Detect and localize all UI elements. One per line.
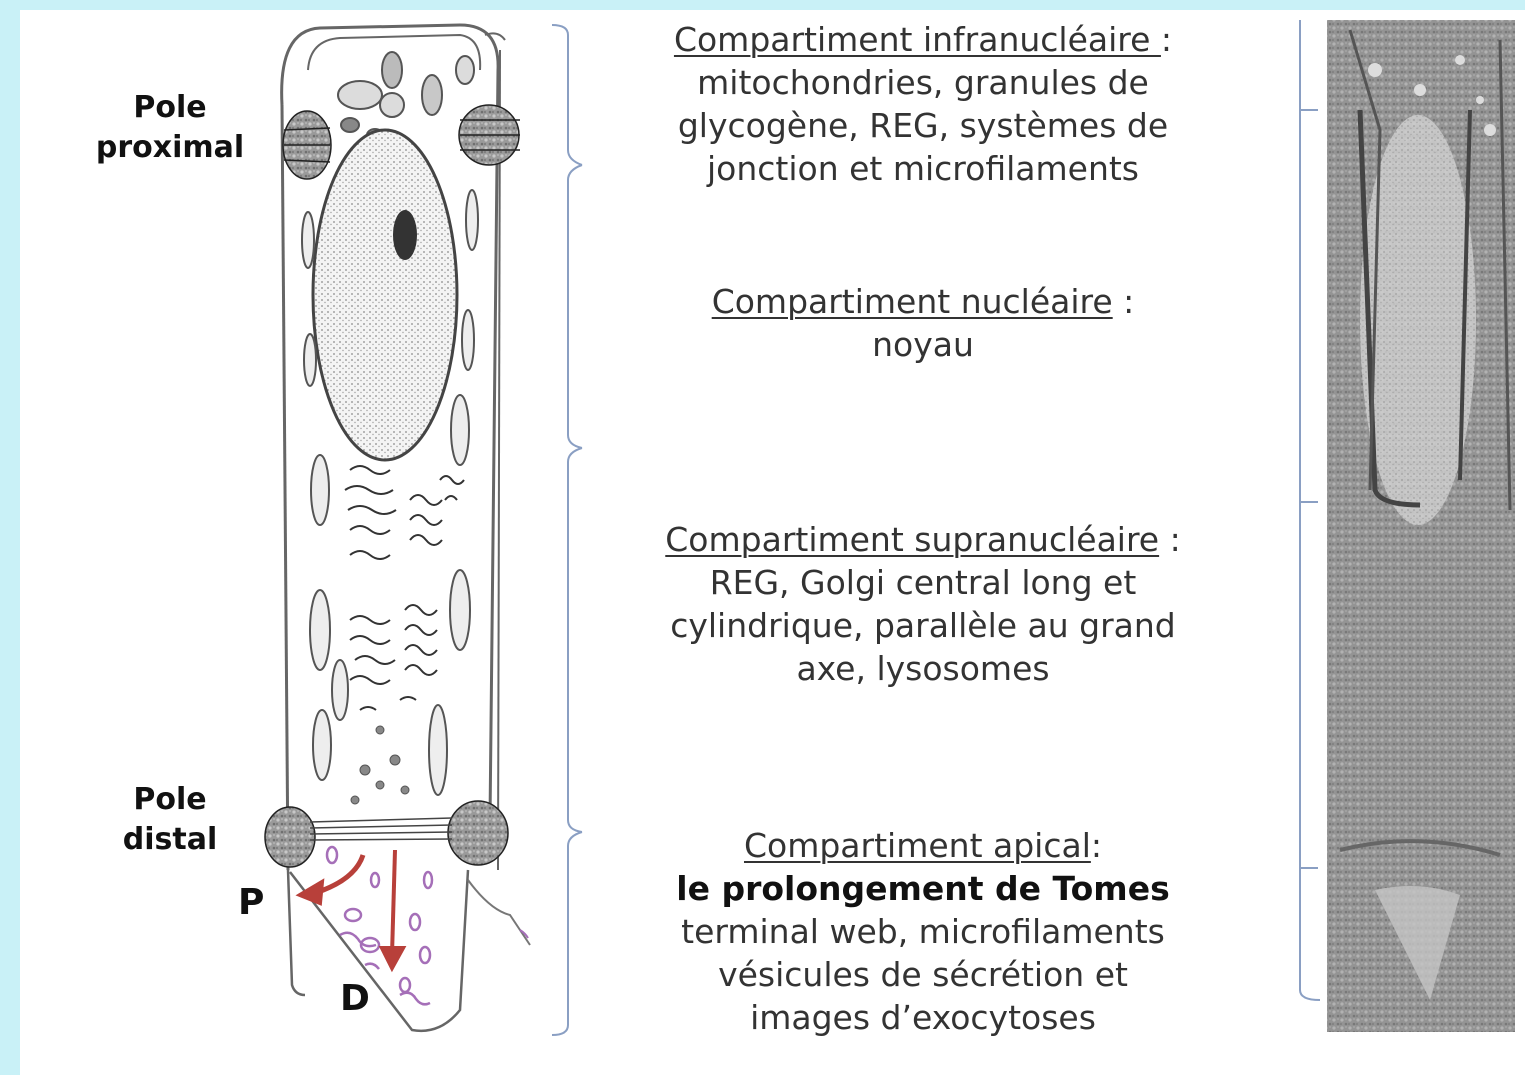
- compartment-nuclear-title: Compartiment nucléaire: [712, 282, 1113, 321]
- compartment-infranuclear: Compartiment infranucléaire : mitochondr…: [618, 18, 1228, 190]
- compartment-apical-line1: terminal web, microfilaments: [618, 910, 1228, 953]
- compartment-infranuclear-colon: :: [1161, 20, 1172, 59]
- figure-panel: Pole proximal Pole distal P D Compartime…: [20, 10, 1525, 1075]
- infranuclear-organelles: [338, 52, 474, 141]
- compartment-brackets: [552, 25, 582, 1035]
- compartment-supranuclear-line2: cylindrique, parallèle au grand: [618, 604, 1228, 647]
- compartment-infranuclear-line3: jonction et microfilaments: [618, 147, 1228, 190]
- distal-junctions: [265, 801, 508, 867]
- secretion-granules: [351, 726, 409, 804]
- compartment-apical-title: Compartiment apical: [744, 826, 1091, 865]
- compartment-supranuclear-colon: :: [1159, 520, 1181, 559]
- label-d: D: [340, 978, 370, 1019]
- compartment-apical-tomes-process: le prolongement de Tomes: [618, 867, 1228, 910]
- pole-distal-line1: Pole: [70, 780, 270, 820]
- golgi-apparatus: [345, 466, 464, 710]
- pole-proximal-line2: proximal: [70, 128, 270, 168]
- compartment-apical-colon: :: [1091, 826, 1102, 865]
- compartment-nuclear-line1: noyau: [618, 323, 1228, 366]
- pole-proximal-line1: Pole: [70, 88, 270, 128]
- compartment-supranuclear-line3: axe, lysosomes: [618, 647, 1228, 690]
- compartment-supranuclear: Compartiment supranucléaire : REG, Golgi…: [618, 518, 1228, 690]
- nucleus: [313, 130, 457, 460]
- compartment-apical: Compartiment apical: le prolongement de …: [618, 824, 1228, 1039]
- compartment-supranuclear-title: Compartiment supranucléaire: [665, 520, 1159, 559]
- electron-micrograph: [1327, 20, 1515, 1032]
- compartment-supranuclear-line1: REG, Golgi central long et: [618, 561, 1228, 604]
- compartment-nuclear: Compartiment nucléaire : noyau: [618, 280, 1228, 366]
- compartment-infranuclear-heading: Compartiment infranucléaire :: [618, 18, 1228, 61]
- compartment-apical-line2: vésicules de sécrétion et: [618, 953, 1228, 996]
- compartment-infranuclear-title: Compartiment infranucléaire: [674, 20, 1161, 59]
- pole-distal-line2: distal: [70, 820, 270, 860]
- compartment-infranuclear-line2: glycogène, REG, systèmes de: [618, 104, 1228, 147]
- pole-proximal-label: Pole proximal: [70, 88, 270, 168]
- compartment-supranuclear-heading: Compartiment supranucléaire :: [618, 518, 1228, 561]
- compartment-apical-line3: images d’exocytoses: [618, 996, 1228, 1039]
- compartment-nuclear-colon: :: [1113, 282, 1135, 321]
- tomes-process: [288, 870, 530, 1031]
- label-p: P: [238, 882, 264, 923]
- micrograph-brackets: [1300, 20, 1320, 1000]
- pole-distal-label: Pole distal: [70, 780, 270, 860]
- compartment-nuclear-heading: Compartiment nucléaire :: [618, 280, 1228, 323]
- compartment-infranuclear-line1: mitochondries, granules de: [618, 61, 1228, 104]
- compartment-apical-heading: Compartiment apical:: [618, 824, 1228, 867]
